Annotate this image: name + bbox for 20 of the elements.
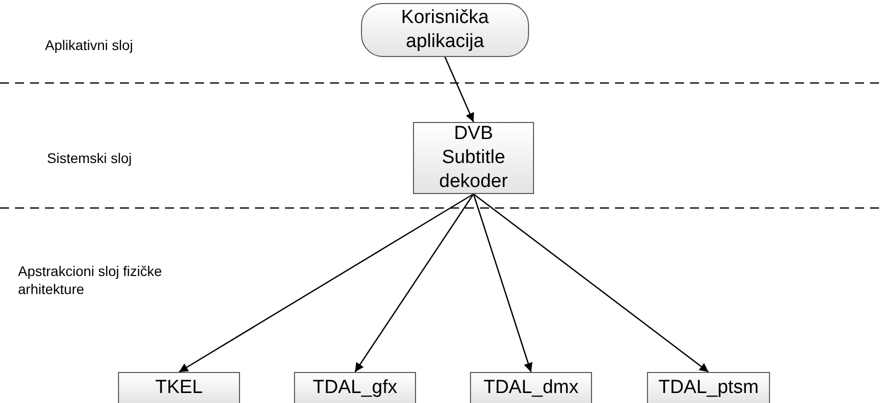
terminal-box (361, 3, 529, 57)
node-label: DVB Subtitle dekoder (438, 122, 509, 194)
layer-label: Aplikativni sloj (45, 36, 134, 54)
process-box (294, 372, 416, 403)
process-box (413, 122, 534, 194)
node-label: TKEL (154, 376, 204, 400)
node-label: TDAL_ptsm (657, 376, 760, 400)
layer-label: Apstrakcioni sloj fizičke arhitekture (18, 262, 163, 298)
node-label: TDAL_dmx (482, 376, 580, 400)
node-label: Korisnička aplikacija (400, 6, 490, 54)
arrow (472, 194, 533, 372)
arrow (354, 194, 474, 372)
layer-label: Sistemski sloj (47, 149, 133, 168)
arrow (178, 193, 474, 373)
process-box (118, 372, 240, 403)
arrow (473, 193, 709, 373)
arrow (444, 56, 474, 122)
process-box (647, 372, 770, 403)
node-label: TDAL_gfx (312, 376, 398, 400)
process-box (470, 372, 592, 403)
